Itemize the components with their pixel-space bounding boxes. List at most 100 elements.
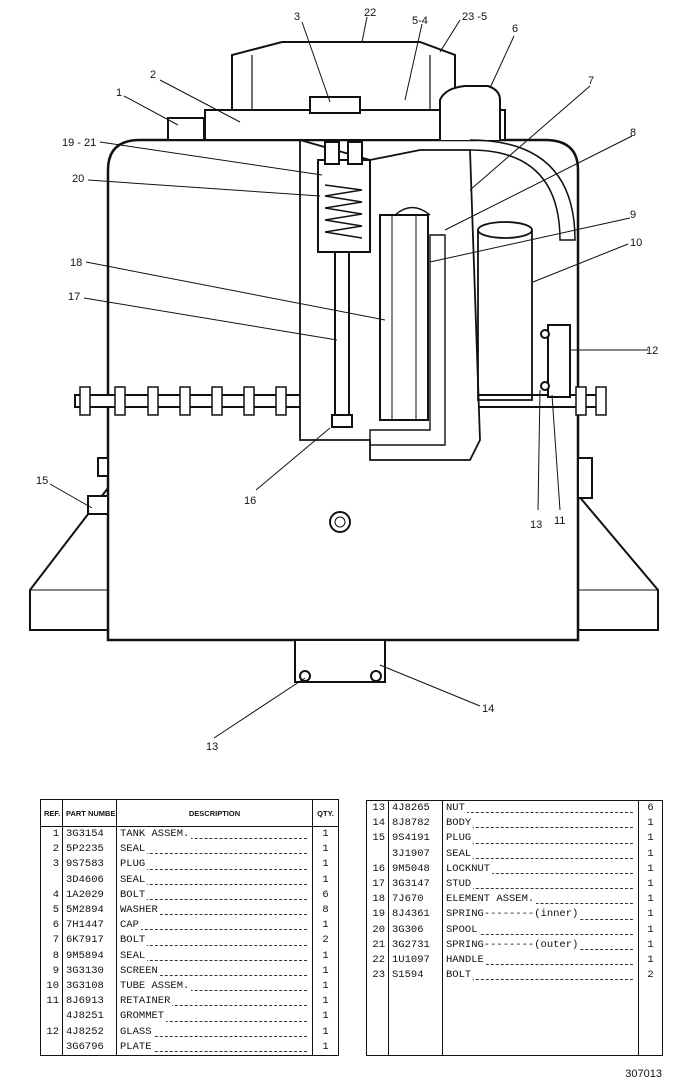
description: PLUG xyxy=(116,857,313,873)
callout-22: 22 xyxy=(364,7,376,19)
drawing-number: 307013 xyxy=(625,1068,662,1080)
callout-18: 18 xyxy=(70,257,82,269)
quantity: 1 xyxy=(322,995,329,1008)
part-number: 3G3154 xyxy=(62,826,117,843)
quantity: 1 xyxy=(322,1025,329,1038)
ref-number: 16 xyxy=(366,861,389,878)
ref-number: 1 xyxy=(40,826,63,843)
description: PLUG xyxy=(442,831,639,847)
callout-14: 14 xyxy=(482,703,494,715)
quantity: 6 xyxy=(322,888,329,901)
part-number: 5P2235 xyxy=(62,842,117,858)
quantity: 1 xyxy=(647,847,654,860)
quantity: 2 xyxy=(322,934,329,947)
header-qty: QTY. xyxy=(312,799,339,827)
ref-number: 8 xyxy=(40,948,63,964)
cap xyxy=(439,85,501,140)
ref-number: 5 xyxy=(40,903,63,919)
callout-9: 9 xyxy=(630,209,636,221)
description: HANDLE xyxy=(442,953,639,969)
callout-12: 12 xyxy=(646,345,658,357)
description: BOLT xyxy=(116,887,313,904)
description: SPRING--------(inner) xyxy=(442,907,639,923)
quantity: 8 xyxy=(322,904,329,917)
quantity: 1 xyxy=(322,843,329,856)
table-filler-row xyxy=(366,983,663,1056)
ref-number: 23 xyxy=(366,968,389,984)
spring-housing xyxy=(317,159,371,253)
description: SPOOL xyxy=(442,922,639,938)
quantity: 1 xyxy=(322,828,329,840)
ref-number: 14 xyxy=(366,816,389,832)
header-description: DESCRIPTION xyxy=(116,799,313,827)
quantity: 1 xyxy=(322,949,329,962)
quantity: 1 xyxy=(322,873,329,886)
quantity: 1 xyxy=(647,878,654,891)
quantity: 1 xyxy=(322,919,329,932)
quantity: 1 xyxy=(322,964,329,977)
ref-number xyxy=(40,872,63,888)
quantity: 1 xyxy=(322,980,329,993)
top-left-bolt xyxy=(167,117,205,141)
ref-number: 6 xyxy=(40,918,63,934)
description: NUT xyxy=(442,800,639,817)
ref-number: 18 xyxy=(366,892,389,908)
quantity: 1 xyxy=(647,817,654,830)
description: CAP xyxy=(116,918,313,934)
quantity: 2 xyxy=(647,969,654,982)
quantity: 1 xyxy=(322,1010,329,1023)
sight-glass xyxy=(547,324,571,398)
right-support-bracket xyxy=(571,487,659,631)
callout-19-21: 19 - 21 xyxy=(62,137,96,149)
part-number: 9M5894 xyxy=(62,948,117,964)
description: SEAL xyxy=(442,846,639,862)
callout-1: 1 xyxy=(116,87,122,99)
screen xyxy=(369,234,446,446)
callout-23-5: 23 -5 xyxy=(462,11,487,23)
parts-table-left: REF. NO. PART NUMBER DESCRIPTION QTY. 13… xyxy=(40,799,339,1057)
left-support-bracket xyxy=(29,487,109,631)
ref-number: 22 xyxy=(366,953,389,969)
part-number: 4J8252 xyxy=(62,1024,117,1040)
part-number: 6K7917 xyxy=(62,933,117,949)
quantity: 1 xyxy=(322,1040,329,1053)
spring xyxy=(324,184,363,239)
part-number: 8J6913 xyxy=(62,994,117,1010)
header-ref: REF. NO. xyxy=(40,799,63,827)
description: BOLT xyxy=(116,933,313,949)
description: PLATE xyxy=(116,1039,313,1056)
ref-number: 19 xyxy=(366,907,389,923)
description: SEAL xyxy=(116,948,313,964)
callout-5-4: 5-4 xyxy=(412,15,428,27)
part-number: 8J8782 xyxy=(388,816,443,832)
part-number: 5M2894 xyxy=(62,903,117,919)
quantity: 1 xyxy=(647,923,654,936)
part-number: 3G2731 xyxy=(388,937,443,954)
ref-number xyxy=(40,1009,63,1025)
part-number: 3J1907 xyxy=(388,846,443,862)
description: ELEMENT ASSEM. xyxy=(442,892,639,908)
stud xyxy=(334,251,350,418)
ref-number: 10 xyxy=(40,979,63,995)
part-number: 3G3147 xyxy=(388,877,443,893)
callout-2: 2 xyxy=(150,69,156,81)
description: SEAL xyxy=(116,872,313,888)
callout-11: 11 xyxy=(554,515,565,527)
ref-number: 9 xyxy=(40,963,63,980)
